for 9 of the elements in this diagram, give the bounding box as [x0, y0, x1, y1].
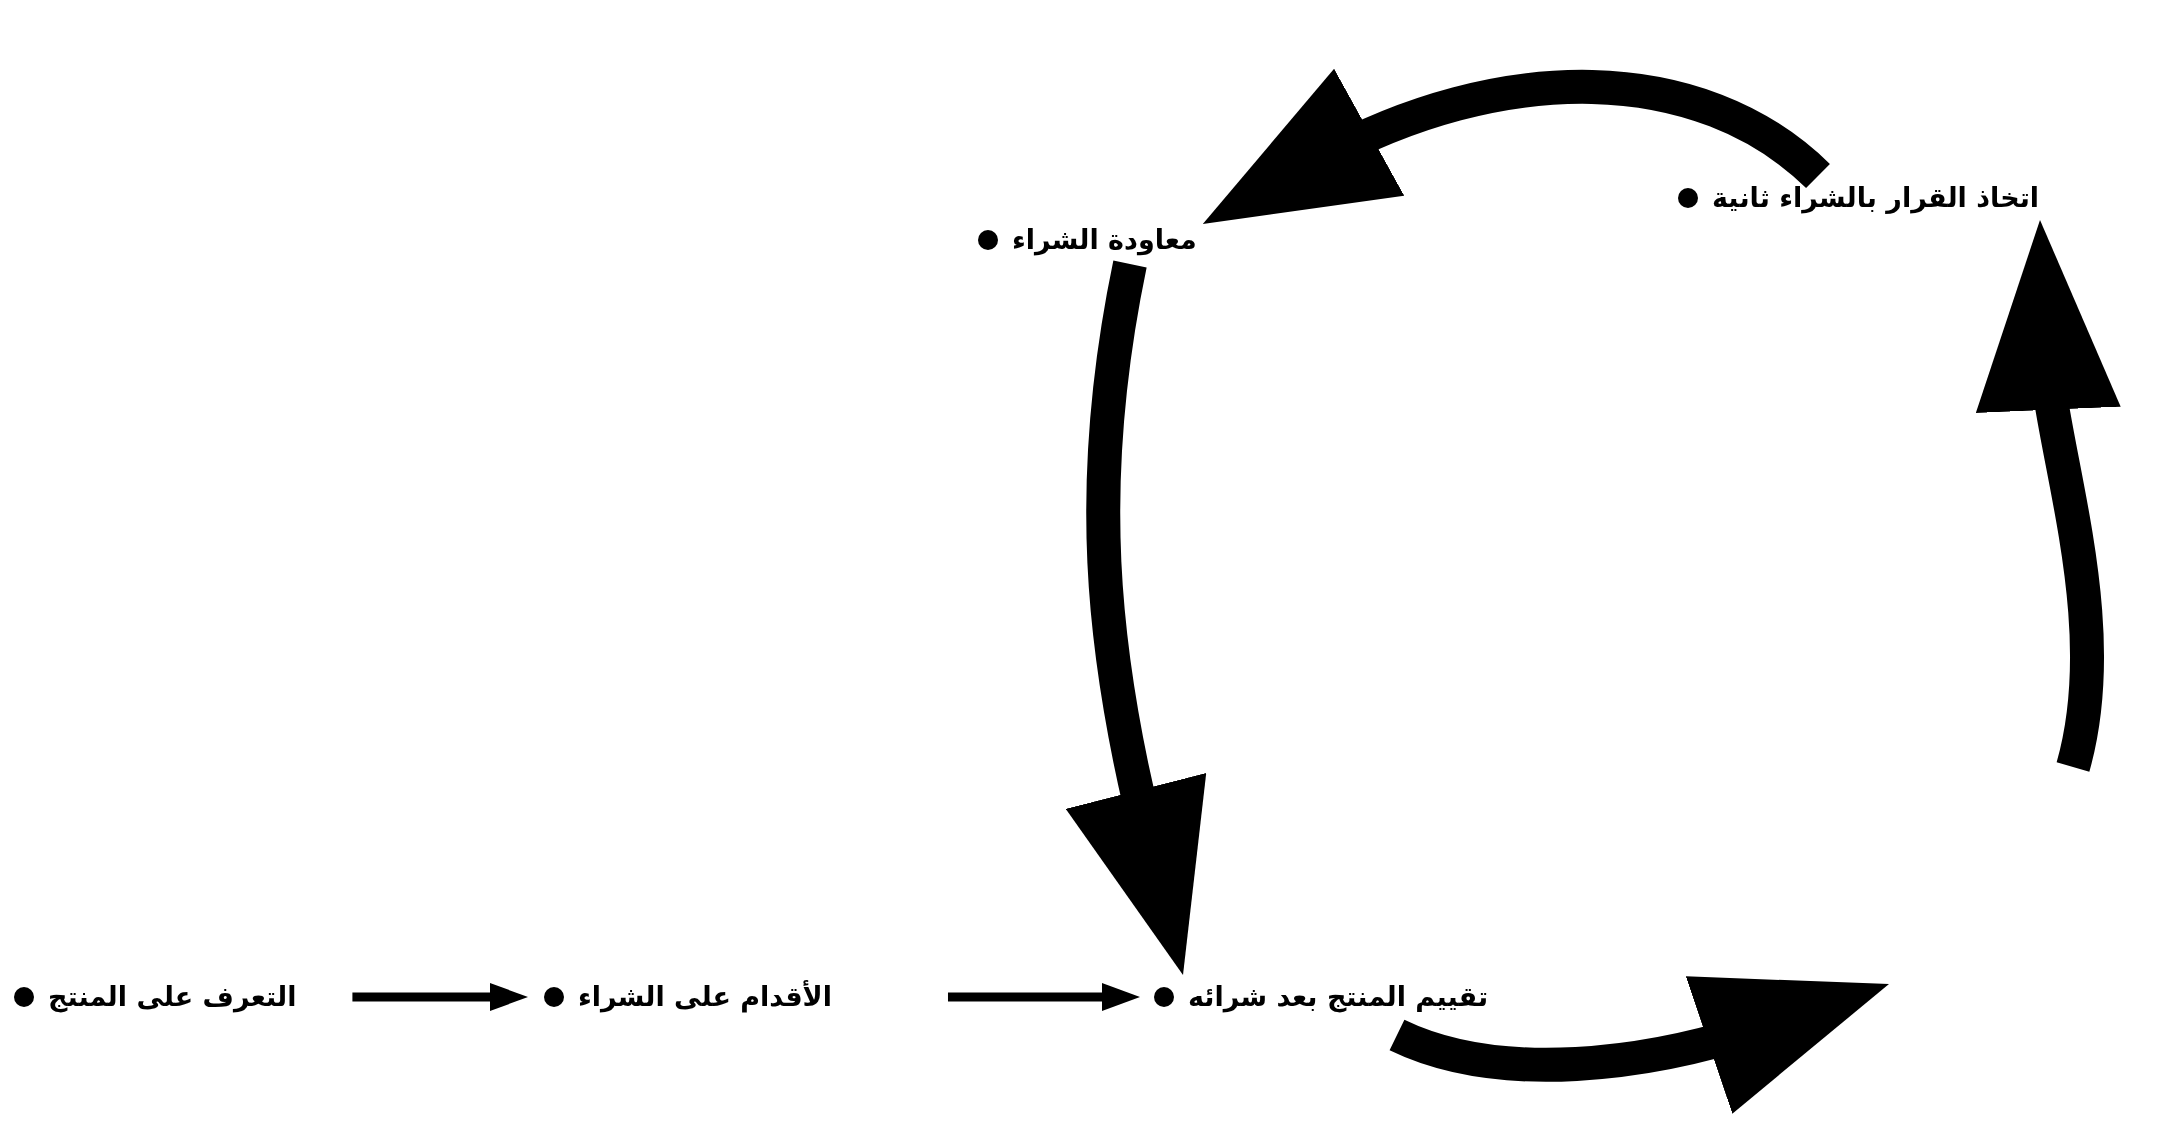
arrow — [352, 983, 528, 1011]
arrow — [1390, 974, 1890, 1113]
arrow — [948, 983, 1140, 1011]
arrow — [1978, 220, 2123, 771]
step-label: الأقدام على الشراء — [578, 979, 832, 1015]
step-label: تقييم المنتج بعد شرائه — [1188, 980, 1489, 1015]
step-label: التعرف على المنتج — [48, 980, 297, 1015]
step-label: معاودة الشراء — [1012, 223, 1197, 258]
arrow — [1066, 260, 1208, 976]
